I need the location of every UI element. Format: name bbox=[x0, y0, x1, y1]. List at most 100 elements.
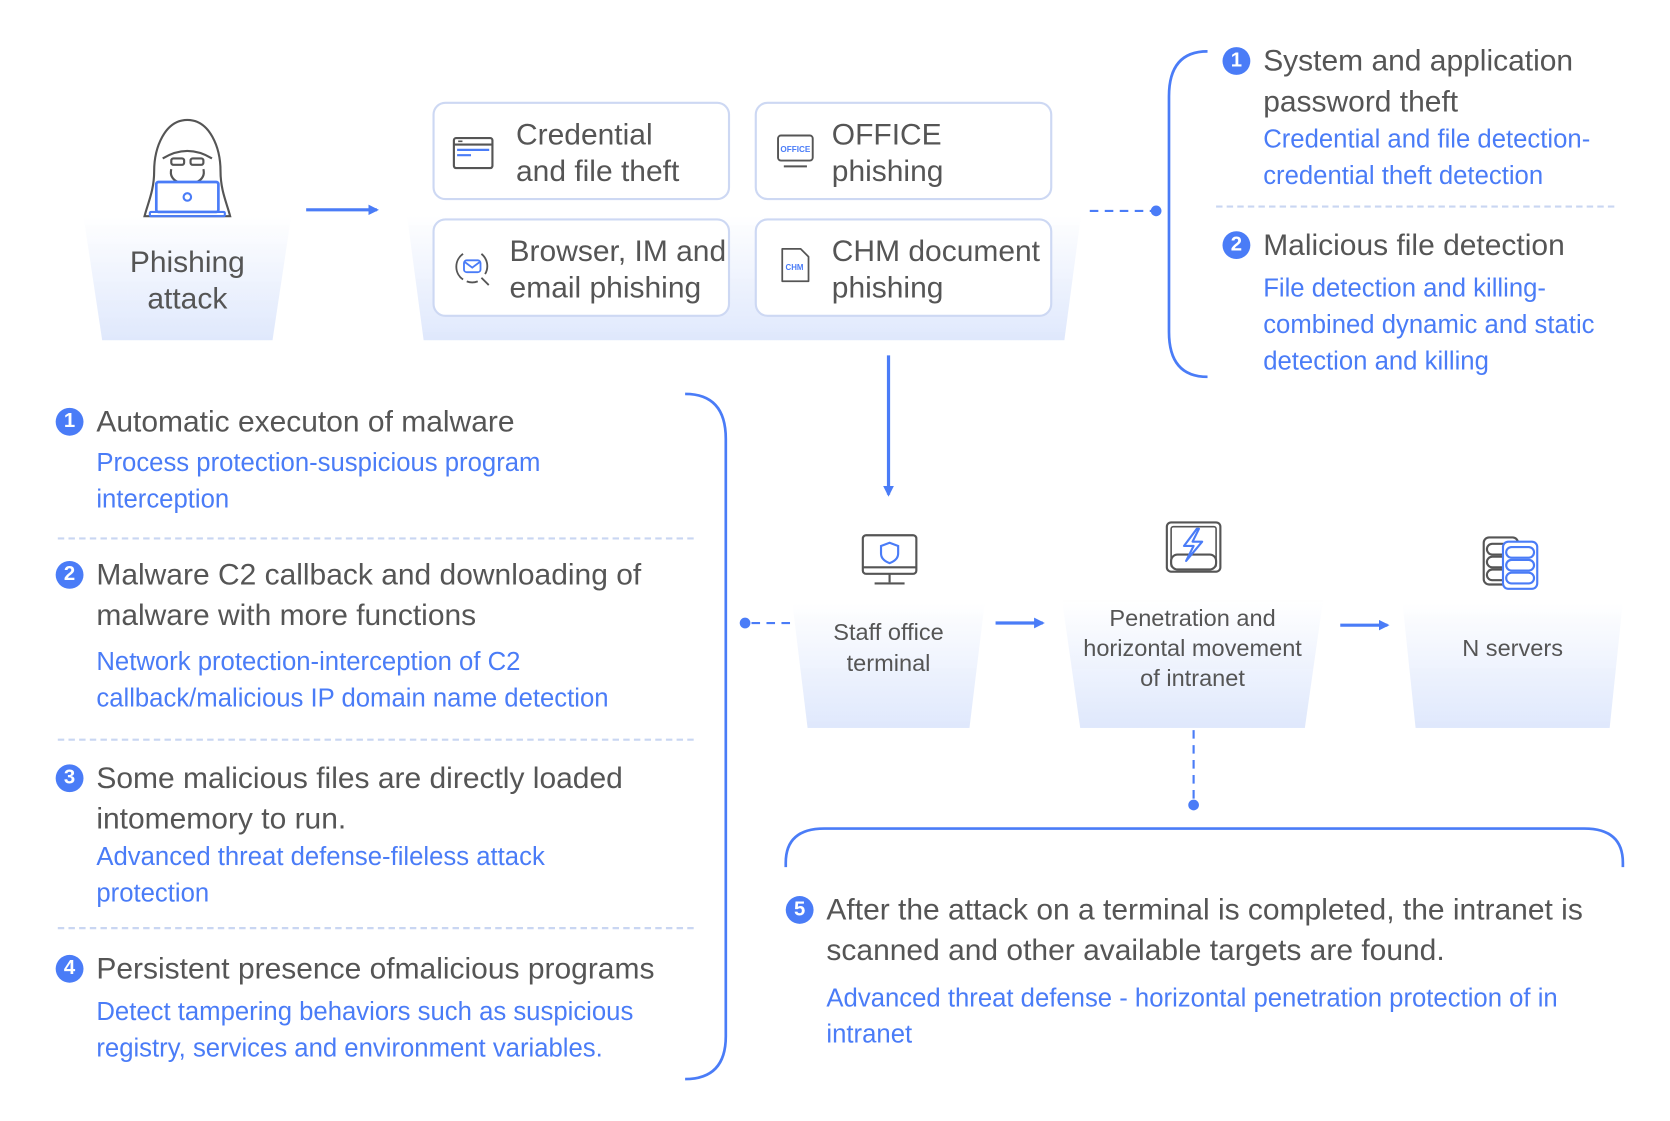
desc-line: registry, services and environment varia… bbox=[96, 1034, 603, 1064]
connector-dot bbox=[1188, 799, 1199, 811]
right-item-2-title: 2 Malicious file detection bbox=[1222, 225, 1565, 266]
title-line: Malicious file detection bbox=[1263, 228, 1565, 262]
method-card-office-phishing[interactable]: OFFICE OFFICE phishing bbox=[754, 101, 1053, 201]
card-line: email phishing bbox=[509, 270, 702, 305]
card-text: CHM document phishing bbox=[832, 233, 1040, 306]
card-line: phishing bbox=[831, 154, 944, 188]
chm-icon-text: CHM bbox=[786, 263, 804, 272]
title-line: Automatic executon of malware bbox=[96, 404, 515, 438]
left-item-2-desc: Network protection-interception of C2 ca… bbox=[96, 644, 608, 717]
method-card-credential-theft[interactable]: Credential and file theft bbox=[432, 101, 731, 201]
card-text: Browser, IM and email phishing bbox=[510, 233, 727, 306]
hacker-icon bbox=[143, 118, 232, 218]
divider bbox=[57, 927, 694, 930]
card-line: Browser, IM and bbox=[509, 234, 727, 268]
title-line: Persistent presence ofmalicious programs bbox=[96, 951, 655, 985]
connector-dot bbox=[739, 617, 751, 629]
penetration-label[interactable]: Penetration and horizontal movement of i… bbox=[1062, 604, 1323, 694]
number-badge: 2 bbox=[1222, 231, 1251, 260]
desc-line: Credential and file detection- bbox=[1263, 125, 1591, 155]
servers-label[interactable]: N servers bbox=[1462, 634, 1563, 662]
office-monitor-icon: OFFICE bbox=[777, 134, 814, 168]
desc-line: Network protection-interception of C2 bbox=[96, 647, 521, 677]
right-panel-bracket bbox=[1167, 50, 1208, 379]
divider bbox=[1216, 205, 1615, 208]
number-badge: 5 bbox=[785, 896, 814, 924]
office-icon-text: OFFICE bbox=[780, 145, 811, 154]
card-line: phishing bbox=[831, 270, 944, 305]
title-line: System and application bbox=[1263, 43, 1574, 78]
connector-dot bbox=[1150, 205, 1162, 217]
monitor-shield-icon bbox=[861, 534, 918, 585]
title-line: scanned and other available targets are … bbox=[826, 933, 1445, 967]
title-line: After the attack on a terminal is comple… bbox=[826, 892, 1583, 926]
card-line: CHM document bbox=[831, 234, 1041, 268]
number-badge: 4 bbox=[55, 954, 84, 983]
left-item-4-desc: Detect tampering behaviors such as suspi… bbox=[96, 994, 633, 1067]
method-card-chm-phishing[interactable]: CHM CHM document phishing bbox=[754, 218, 1053, 317]
browser-window-icon bbox=[452, 137, 494, 170]
penetration-panel bbox=[1061, 599, 1324, 728]
number-badge: 1 bbox=[55, 407, 84, 436]
card-line: Credential bbox=[515, 117, 653, 151]
title-line: malware with more functions bbox=[96, 598, 477, 632]
bottom-panel-bracket bbox=[784, 827, 1625, 868]
title-line: Malware C2 callback and downloading of bbox=[96, 557, 642, 591]
card-line: OFFICE bbox=[831, 117, 942, 151]
left-item-1-desc: Process protection-suspicious program in… bbox=[96, 445, 540, 518]
desc-line: Advanced threat defense-fileless attack bbox=[96, 842, 545, 872]
left-item-3-title: 3 Some malicious files are directly load… bbox=[55, 758, 623, 839]
divider bbox=[57, 738, 694, 741]
desc-line: credential theft detection bbox=[1263, 161, 1544, 191]
desc-line: Detect tampering behaviors such as suspi… bbox=[96, 997, 634, 1027]
desc-line: callback/malicious IP domain name detect… bbox=[96, 684, 609, 713]
card-text: OFFICE phishing bbox=[832, 117, 944, 190]
label-line: attack bbox=[147, 281, 228, 315]
desc-line: combined dynamic and static bbox=[1263, 310, 1595, 340]
server-stack-icon bbox=[1482, 536, 1539, 590]
label-line: terminal bbox=[846, 649, 931, 677]
desc-line: intranet bbox=[826, 1020, 913, 1050]
number-badge: 1 bbox=[1222, 47, 1251, 75]
right-item-1-desc: Credential and file detection- credentia… bbox=[1263, 122, 1590, 195]
left-panel-bracket bbox=[685, 392, 728, 1081]
title-line: password theft bbox=[1263, 84, 1459, 118]
lightning-device-icon bbox=[1165, 521, 1222, 573]
staff-terminal-label[interactable]: Staff office terminal bbox=[792, 617, 985, 679]
label-line: horizontal movement bbox=[1083, 634, 1302, 662]
desc-line: interception bbox=[96, 484, 230, 514]
divider bbox=[57, 537, 694, 540]
number-badge: 3 bbox=[55, 764, 84, 793]
desc-line: Advanced threat defense - horizontal pen… bbox=[826, 983, 1558, 1013]
method-card-browser-im-email[interactable]: Browser, IM and email phishing bbox=[432, 218, 731, 317]
desc-line: File detection and killing- bbox=[1263, 274, 1546, 303]
title-line: Some malicious files are directly loaded bbox=[96, 761, 623, 795]
desc-line: detection and killing bbox=[1263, 346, 1489, 376]
desc-line: Process protection-suspicious program bbox=[96, 448, 541, 478]
phishing-attack-label: Phishing attack bbox=[83, 244, 291, 317]
bottom-item-5-title: 5 After the attack on a terminal is comp… bbox=[785, 890, 1583, 971]
desc-line: protection bbox=[96, 878, 210, 908]
right-item-2-desc: File detection and killing- combined dyn… bbox=[1263, 271, 1594, 380]
label-line: of intranet bbox=[1140, 664, 1245, 692]
bottom-item-5-desc: Advanced threat defense - horizontal pen… bbox=[826, 981, 1557, 1054]
label-line: Penetration and bbox=[1109, 604, 1276, 632]
servers-panel bbox=[1402, 601, 1623, 728]
left-item-3-desc: Advanced threat defense-fileless attack … bbox=[96, 839, 544, 912]
number-badge: 2 bbox=[55, 560, 84, 589]
left-item-1-title: 1 Automatic executon of malware bbox=[55, 401, 515, 442]
email-search-icon bbox=[455, 253, 490, 286]
left-item-2-title: 2 Malware C2 callback and downloading of… bbox=[55, 555, 642, 636]
left-item-4-title: 4 Persistent presence ofmalicious progra… bbox=[55, 948, 655, 989]
chm-file-icon: CHM bbox=[781, 247, 810, 283]
card-text: Credential and file theft bbox=[516, 117, 679, 190]
label-line: Phishing bbox=[129, 245, 245, 279]
phishing-attack-panel bbox=[83, 216, 292, 341]
card-line: and file theft bbox=[515, 154, 680, 188]
label-line: Staff office bbox=[833, 618, 944, 646]
staff-terminal-panel bbox=[792, 601, 985, 728]
title-line: intomemory to run. bbox=[96, 801, 347, 835]
right-item-1-title: 1 System and application password theft bbox=[1222, 41, 1574, 122]
